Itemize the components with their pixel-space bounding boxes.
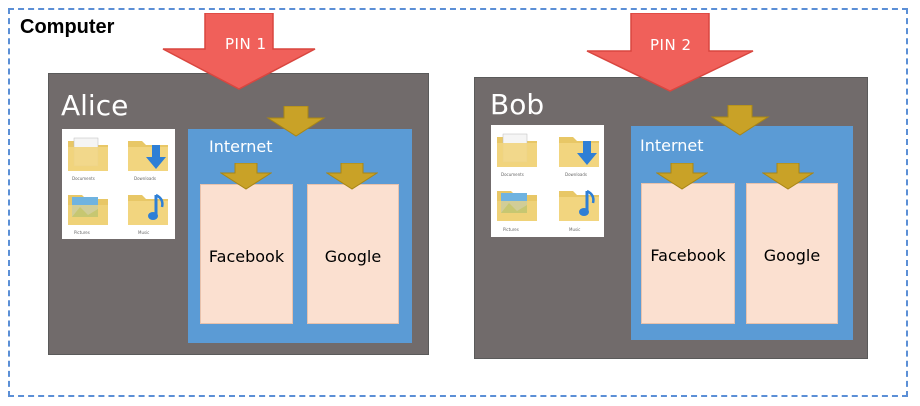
folder-caption: Documents: [72, 176, 95, 181]
computer-frame: [8, 8, 908, 397]
facebook-box-bob: Facebook: [641, 183, 735, 324]
down-arrow-icon: [266, 106, 326, 137]
folder-caption: Pictures: [503, 227, 519, 232]
computer-label: Computer: [20, 16, 115, 38]
down-arrow-icon: [710, 105, 770, 136]
folder-caption: Music: [138, 230, 150, 235]
user-name-alice: Alice: [61, 89, 129, 122]
pictures-folder-icon: [68, 195, 108, 225]
internet-label-bob: Internet: [640, 136, 704, 155]
folder-grid-bob: Documents Downloads Pictures Music: [491, 125, 604, 237]
music-folder-icon: [128, 193, 168, 225]
down-arrow-icon: [656, 163, 708, 190]
pin-label-2: PIN 2: [650, 36, 692, 54]
folder-caption: Downloads: [565, 172, 587, 177]
internet-label-alice: Internet: [209, 137, 273, 156]
pictures-folder-icon: [497, 191, 537, 221]
folder-grid-alice: Documents Downloads Pictures Music: [62, 129, 175, 239]
user-name-bob: Bob: [490, 88, 545, 121]
folder-caption: Pictures: [74, 230, 90, 235]
down-arrow-icon: [220, 163, 272, 190]
pin-2-arrow-icon: [586, 13, 754, 92]
site-label-google: Google: [763, 246, 821, 265]
site-label-google: Google: [324, 247, 382, 266]
google-box-alice: Google: [307, 184, 399, 324]
site-label-facebook: Facebook: [208, 247, 285, 266]
documents-folder-icon: [497, 133, 537, 167]
pin-label-1: PIN 1: [225, 35, 267, 53]
down-arrow-icon: [326, 163, 378, 190]
pin-1-arrow-icon: [162, 13, 316, 90]
folder-caption: Downloads: [134, 176, 156, 181]
documents-folder-icon: [68, 137, 108, 171]
folder-caption: Documents: [501, 172, 524, 177]
facebook-box-alice: Facebook: [200, 184, 293, 324]
folder-caption: Music: [569, 227, 581, 232]
site-label-facebook: Facebook: [650, 246, 726, 265]
down-arrow-icon: [762, 163, 814, 190]
downloads-folder-icon: [128, 141, 168, 171]
downloads-folder-icon: [559, 137, 599, 167]
music-folder-icon: [559, 189, 599, 221]
google-box-bob: Google: [746, 183, 838, 324]
